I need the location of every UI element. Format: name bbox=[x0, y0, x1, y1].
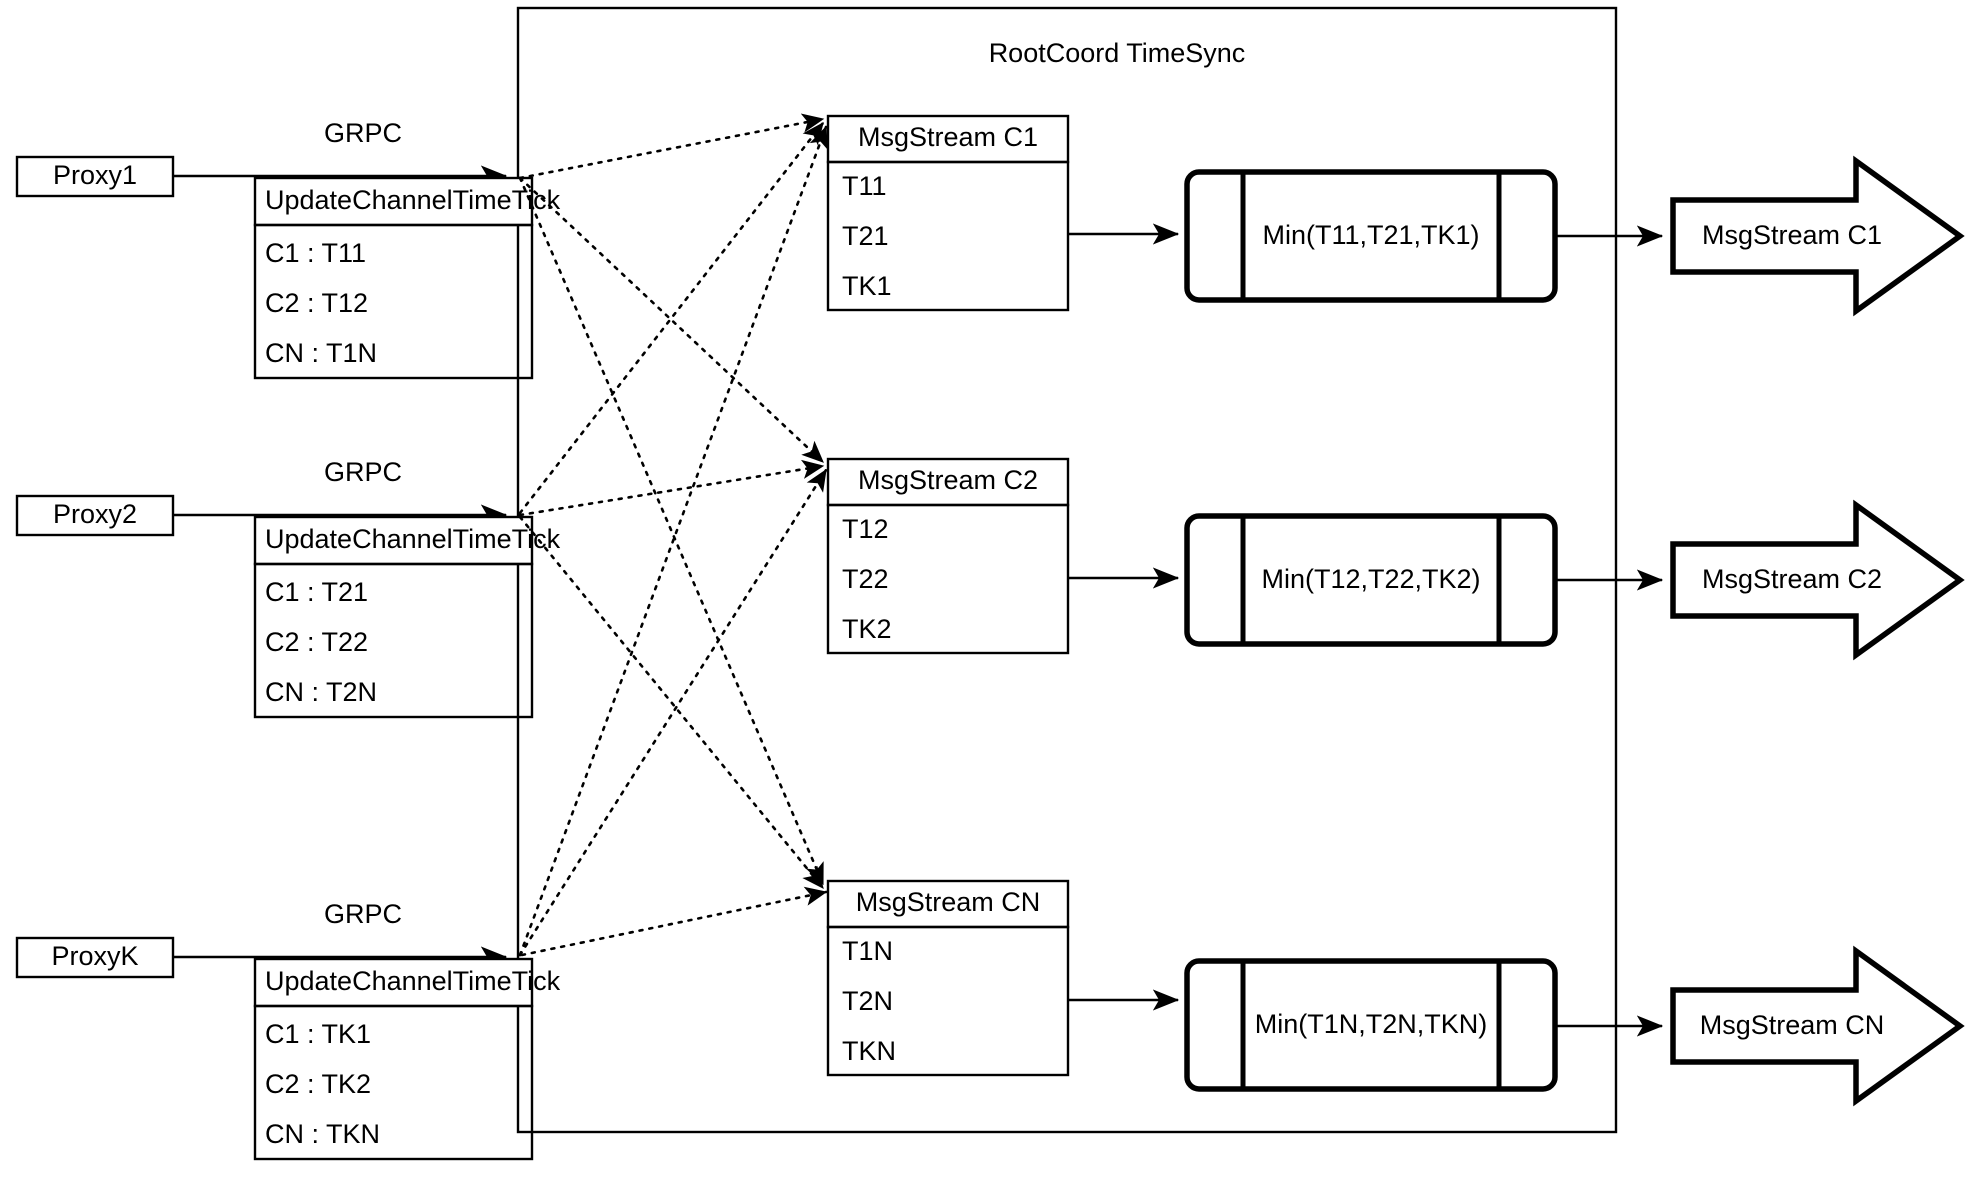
msgstream-header-box-1 bbox=[826, 114, 1070, 164]
request-header-label-2: UpdateChannelTimeTick bbox=[265, 524, 561, 554]
request-header-box-3 bbox=[253, 957, 534, 1008]
timetick-dispatch-connectors bbox=[518, 113, 828, 957]
request-row-1-2: C2 : T12 bbox=[265, 288, 368, 318]
request-card-2: UpdateChannelTimeTick C1 : T21 C2 : T22 … bbox=[253, 515, 561, 719]
container-title: RootCoord TimeSync bbox=[989, 38, 1246, 68]
msgstream-header-label-1: MsgStream C1 bbox=[858, 122, 1038, 152]
request-row-2-2: C2 : T22 bbox=[265, 627, 368, 657]
rootcoord-timesync-container: RootCoord TimeSync bbox=[516, 6, 1618, 1134]
output-arrow-2[interactable]: MsgStream C2 bbox=[1670, 499, 1965, 661]
request-header-label-3: UpdateChannelTimeTick bbox=[265, 966, 561, 996]
channel-group-2: MsgStream C2 T12 T22 TK2 Min(T12,T22,TK2… bbox=[826, 457, 1965, 661]
request-card-1: UpdateChannelTimeTick C1 : T11 C2 : T12 … bbox=[253, 176, 561, 380]
min-process-2[interactable]: Min(T12,T22,TK2) bbox=[1184, 513, 1558, 647]
request-row-2-1: C1 : T21 bbox=[265, 577, 368, 607]
request-body-box-2 bbox=[253, 562, 534, 719]
proxy-label-1: Proxy1 bbox=[53, 160, 137, 190]
grpc-label-2: GRPC bbox=[324, 457, 402, 487]
min-process-3[interactable]: Min(T1N,T2N,TKN) bbox=[1184, 958, 1558, 1092]
min-process-label-2: Min(T12,T22,TK2) bbox=[1261, 564, 1480, 594]
output-arrow-1[interactable]: MsgStream C1 bbox=[1670, 155, 1965, 317]
msgstream-header-box-2 bbox=[826, 457, 1070, 507]
msgstream-row-3-3: TKN bbox=[842, 1036, 896, 1066]
proxy-box-1[interactable] bbox=[15, 155, 175, 198]
request-header-label-1: UpdateChannelTimeTick bbox=[265, 185, 561, 215]
request-body-box-3 bbox=[253, 1004, 534, 1161]
proxy-group-1: Proxy1 GRPC UpdateChannelTimeTick C1 : T… bbox=[15, 118, 561, 380]
proxy-box-3[interactable] bbox=[15, 936, 175, 979]
proxy-box-2[interactable] bbox=[15, 494, 175, 537]
proxy-label-2: Proxy2 bbox=[53, 499, 137, 529]
msgstream-row-2-3: TK2 bbox=[842, 614, 892, 644]
grpc-label-3: GRPC bbox=[324, 899, 402, 929]
request-card-3: UpdateChannelTimeTick C1 : TK1 C2 : TK2 … bbox=[253, 957, 561, 1161]
request-row-1-1: C1 : T11 bbox=[265, 238, 366, 268]
dispatch-p2-c2 bbox=[518, 459, 825, 517]
request-row-3-2: C2 : TK2 bbox=[265, 1069, 371, 1099]
channel-group-3: MsgStream CN T1N T2N TKN Min(T1N,T2N,TKN… bbox=[826, 879, 1965, 1107]
output-arrow-3[interactable]: MsgStream CN bbox=[1670, 945, 1965, 1107]
proxy-group-2: Proxy2 GRPC UpdateChannelTimeTick C1 : T… bbox=[15, 457, 561, 719]
channel-group-1: MsgStream C1 T11 T21 TK1 Min(T11,T21,TK1… bbox=[826, 114, 1965, 317]
msgstream-card-3: MsgStream CN T1N T2N TKN bbox=[826, 879, 1070, 1077]
min-process-label-1: Min(T11,T21,TK1) bbox=[1262, 220, 1479, 250]
dispatch-pk-cn bbox=[520, 886, 828, 957]
grpc-label-1: GRPC bbox=[324, 118, 402, 148]
dispatch-p2-cn bbox=[518, 515, 825, 890]
request-row-2-3: CN : T2N bbox=[265, 677, 377, 707]
msgstream-body-box-1 bbox=[826, 160, 1070, 312]
msgstream-row-3-1: T1N bbox=[842, 936, 893, 966]
msgstream-header-label-2: MsgStream C2 bbox=[858, 465, 1038, 495]
msgstream-row-1-3: TK1 bbox=[842, 271, 892, 301]
output-arrow-label-1: MsgStream C1 bbox=[1702, 220, 1882, 250]
msgstream-row-1-1: T11 bbox=[842, 171, 887, 201]
output-arrow-label-3: MsgStream CN bbox=[1700, 1010, 1885, 1040]
min-process-1[interactable]: Min(T11,T21,TK1) bbox=[1184, 169, 1558, 303]
msgstream-row-2-2: T22 bbox=[842, 564, 889, 594]
dispatch-p1-cn bbox=[518, 176, 825, 886]
msgstream-header-label-3: MsgStream CN bbox=[856, 887, 1041, 917]
dispatch-p1-c2 bbox=[518, 176, 825, 464]
proxy-group-3: ProxyK GRPC UpdateChannelTimeTick C1 : T… bbox=[15, 899, 561, 1161]
msgstream-card-1: MsgStream C1 T11 T21 TK1 bbox=[826, 114, 1070, 312]
request-row-3-3: CN : TKN bbox=[265, 1119, 380, 1149]
msgstream-row-2-1: T12 bbox=[842, 514, 889, 544]
msgstream-header-box-3 bbox=[826, 879, 1070, 929]
output-arrow-shape-2 bbox=[1670, 499, 1965, 661]
proxy-label-3: ProxyK bbox=[51, 941, 138, 971]
msgstream-row-1-2: T21 bbox=[842, 221, 889, 251]
min-process-label-3: Min(T1N,T2N,TKN) bbox=[1255, 1009, 1488, 1039]
msgstream-row-3-2: T2N bbox=[842, 986, 893, 1016]
output-arrow-shape-1 bbox=[1670, 155, 1965, 317]
request-row-1-3: CN : T1N bbox=[265, 338, 377, 368]
output-arrow-label-2: MsgStream C2 bbox=[1702, 564, 1882, 594]
output-arrow-shape-3 bbox=[1670, 945, 1965, 1107]
msgstream-card-2: MsgStream C2 T12 T22 TK2 bbox=[826, 457, 1070, 655]
request-row-3-1: C1 : TK1 bbox=[265, 1019, 371, 1049]
dispatch-pk-c1 bbox=[518, 125, 828, 957]
request-body-box-1 bbox=[253, 223, 534, 380]
dispatch-p2-c1 bbox=[518, 121, 825, 515]
dispatch-p1-c1 bbox=[518, 113, 825, 180]
